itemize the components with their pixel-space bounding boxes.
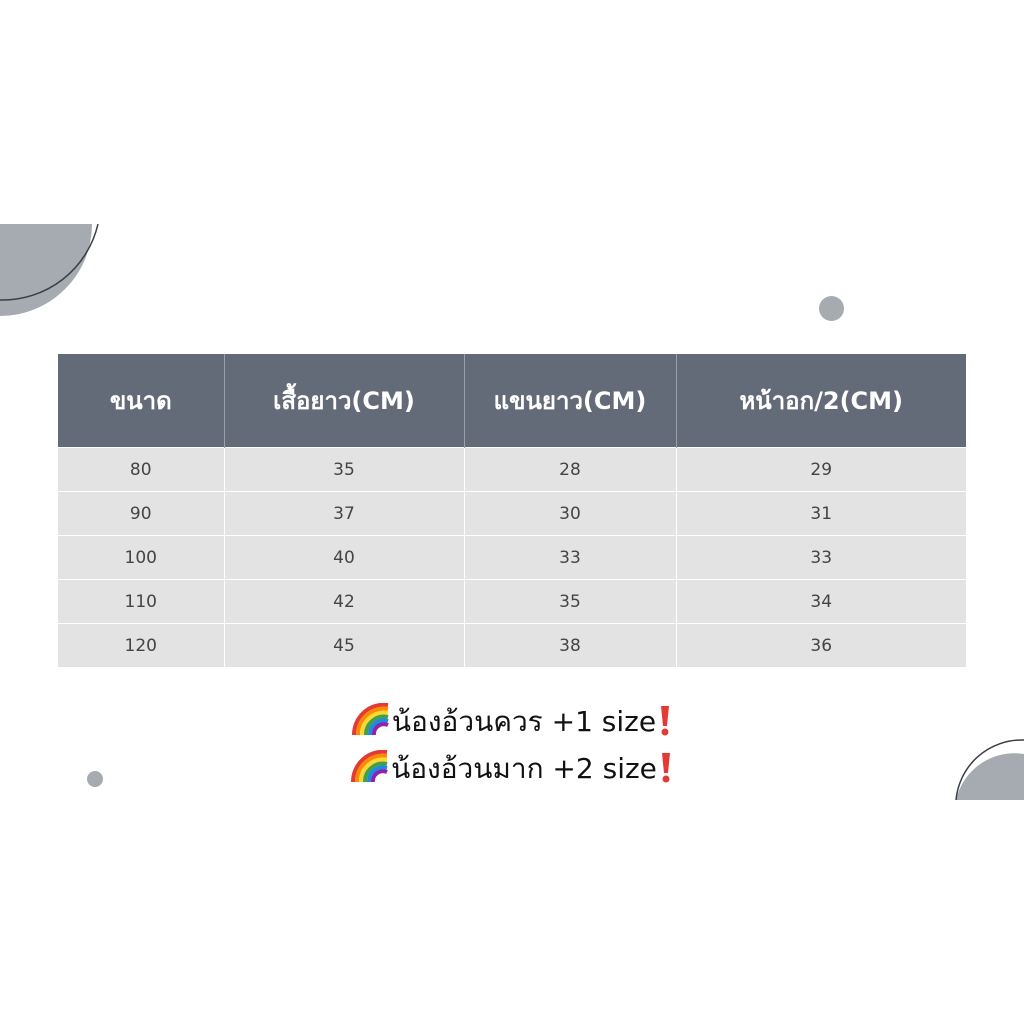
table-cell: 42: [224, 579, 465, 624]
table-cell: 33: [464, 535, 677, 580]
table-cell: 36: [676, 623, 966, 667]
decorative-dot-right: [819, 296, 844, 321]
exclamation-mark-icon: [661, 706, 670, 736]
table-row: 80 35 28 29: [58, 447, 966, 492]
note-line-plus-two: น้องอ้วนมาก +2 size: [0, 747, 1024, 791]
decorative-circle-bottom-right: [955, 739, 1024, 801]
table-cell: 33: [676, 535, 966, 580]
note-text: น้องอ้วนควร +1 size: [391, 705, 657, 738]
table-cell: 31: [676, 491, 966, 536]
table-row: 120 45 38 36: [58, 623, 966, 667]
table-cell: 28: [464, 447, 677, 492]
header-sleeve-length: แขนยาว(CM): [464, 354, 677, 448]
rainbow-icon: [351, 750, 388, 783]
decorative-circle-top-left: [0, 224, 99, 316]
exclamation-mark-icon: [661, 753, 670, 783]
table-cell: 90: [58, 491, 225, 536]
table-cell: 34: [676, 579, 966, 624]
table-cell: 37: [224, 491, 465, 536]
note-text: น้องอ้วนมาก +2 size: [391, 752, 657, 785]
table-cell: 30: [464, 491, 677, 536]
table-row: 110 42 35 34: [58, 579, 966, 624]
table-row: 100 40 33 33: [58, 535, 966, 580]
table-cell: 35: [224, 447, 465, 492]
table-cell: 120: [58, 623, 225, 667]
table-cell: 110: [58, 579, 225, 624]
size-chart-table: ขนาด เสื้อยาว(CM) แขนยาว(CM) หน้าอก/2(CM…: [58, 354, 966, 667]
table-cell: 29: [676, 447, 966, 492]
table-header-row: ขนาด เสื้อยาว(CM) แขนยาว(CM) หน้าอก/2(CM…: [58, 354, 966, 448]
header-half-chest: หน้าอก/2(CM): [676, 354, 966, 448]
table-cell: 40: [224, 535, 465, 580]
table-cell: 80: [58, 447, 225, 492]
decorative-dot-left: [87, 771, 103, 787]
header-size: ขนาด: [58, 354, 225, 448]
table-cell: 45: [224, 623, 465, 667]
table-cell: 100: [58, 535, 225, 580]
table-cell: 35: [464, 579, 677, 624]
table-cell: 38: [464, 623, 677, 667]
header-shirt-length: เสื้อยาว(CM): [224, 354, 465, 448]
rainbow-icon: [351, 703, 389, 736]
table-row: 90 37 30 31: [58, 491, 966, 536]
note-line-plus-one: น้องอ้วนควร +1 size: [0, 700, 1024, 744]
